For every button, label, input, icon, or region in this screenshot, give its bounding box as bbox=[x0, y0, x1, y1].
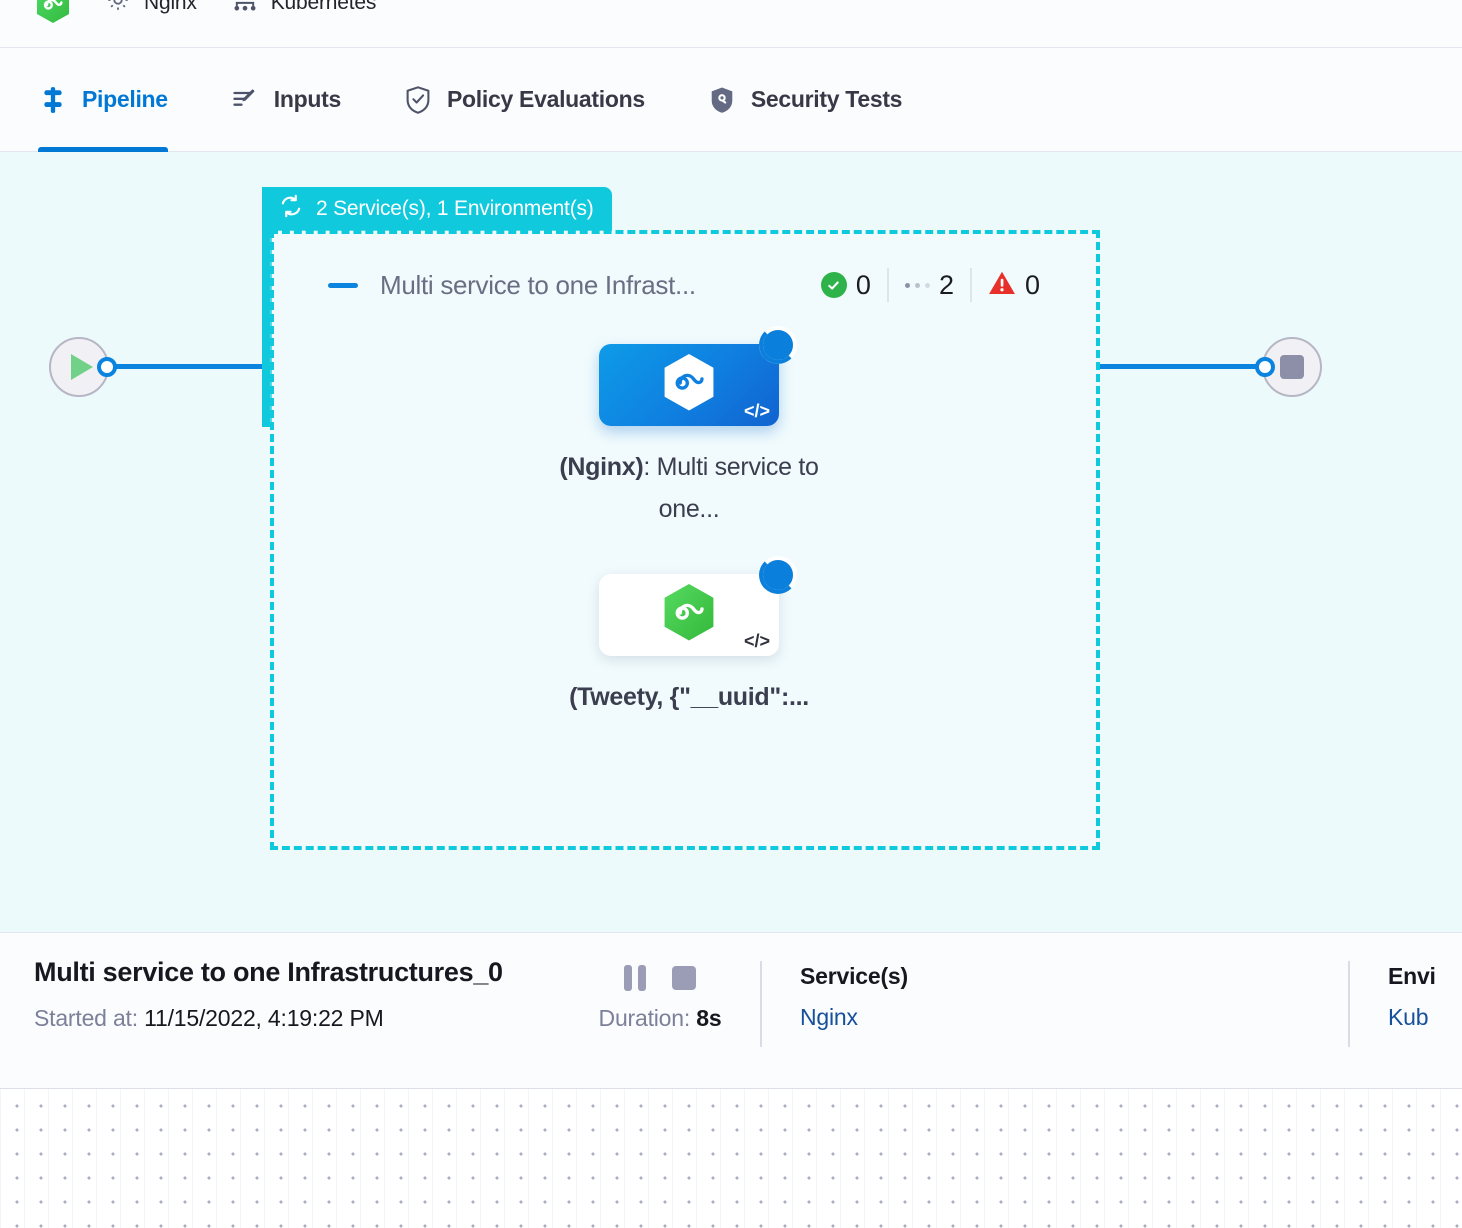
services-heading: Service(s) bbox=[800, 963, 908, 989]
breadcrumb-label-environment: Kubernetes bbox=[270, 0, 377, 14]
duration-label: Duration: bbox=[598, 1005, 691, 1031]
execution-detail-panel: Multi service to one Infrastructures_0 S… bbox=[0, 932, 1462, 1089]
group-badge-label: 2 Service(s), 1 Environment(s) bbox=[316, 197, 594, 220]
stop-icon[interactable] bbox=[672, 966, 696, 990]
start-node-port[interactable] bbox=[97, 357, 117, 377]
pipeline-icon bbox=[38, 85, 68, 115]
collapse-dash-icon[interactable] bbox=[328, 282, 358, 288]
loop-icon bbox=[278, 193, 304, 225]
warning-triangle-icon bbox=[988, 270, 1016, 301]
dot-grid-canvas[interactable] bbox=[0, 1089, 1462, 1228]
end-node-port[interactable] bbox=[1255, 357, 1275, 377]
breadcrumb-logo bbox=[36, 0, 70, 24]
tab-policy-evaluations[interactable]: Policy Evaluations bbox=[403, 48, 673, 152]
inputs-icon bbox=[230, 85, 260, 115]
detail-controls: Duration: 8s bbox=[560, 957, 760, 1032]
node-nginx-service[interactable]: </> (Nginx): Multi service to one... bbox=[539, 326, 839, 530]
environments-heading: Envi bbox=[1387, 963, 1436, 989]
services-column: Service(s) Nginx bbox=[762, 957, 908, 1031]
started-at-value: 11/15/2022, 4:19:22 PM bbox=[144, 1005, 384, 1031]
infrastructure-icon bbox=[231, 0, 259, 19]
environment-link-kubernetes[interactable]: Kub bbox=[1387, 1004, 1429, 1030]
tab-bar: Pipeline Inputs Policy Evaluations bbox=[0, 48, 1462, 152]
group-accent-bar bbox=[262, 187, 272, 427]
hexagon-infinity-white-icon bbox=[661, 353, 717, 417]
tab-pipeline[interactable]: Pipeline bbox=[38, 48, 196, 152]
duration: Duration: 8s bbox=[560, 1005, 760, 1032]
pause-icon[interactable] bbox=[624, 965, 646, 991]
duration-value: 8s bbox=[696, 1005, 722, 1031]
spinner-icon bbox=[759, 556, 797, 594]
breadcrumb-item-service[interactable]: Nginx bbox=[104, 0, 197, 19]
breadcrumb-item-environment[interactable]: Kubernetes bbox=[231, 0, 376, 19]
hexagon-infinity-green-icon bbox=[661, 583, 717, 647]
node-label-nginx-bold: (Nginx) bbox=[559, 453, 644, 481]
tab-label-pipeline: Pipeline bbox=[82, 86, 168, 112]
spinner-icon bbox=[759, 326, 797, 364]
check-circle-icon bbox=[820, 272, 847, 298]
status-badge-running: 2 bbox=[886, 268, 970, 302]
group-stats: 0 2 0 bbox=[805, 268, 1056, 302]
status-badge-failed: 0 bbox=[969, 268, 1056, 302]
status-badge-success: 0 bbox=[805, 268, 887, 302]
divider bbox=[1347, 961, 1350, 1047]
node-label-tweety-bold: (Tweety, {"__uuid":... bbox=[569, 683, 809, 711]
started-at-label: Started at: bbox=[34, 1005, 138, 1031]
node-card-nginx[interactable]: </> bbox=[599, 326, 797, 426]
status-count-success: 0 bbox=[855, 269, 871, 300]
breadcrumb-bar: Nginx Kubernetes bbox=[0, 0, 1462, 48]
group-title: Multi service to one Infrast... bbox=[380, 269, 696, 300]
hexagon-infinity-logo-icon bbox=[36, 0, 70, 24]
shield-security-icon bbox=[707, 85, 737, 115]
dots-icon bbox=[904, 282, 930, 288]
pipeline-canvas[interactable]: 2 Service(s), 1 Environment(s) Multi ser… bbox=[0, 152, 1462, 932]
code-icon: </> bbox=[743, 631, 770, 651]
tab-inputs[interactable]: Inputs bbox=[230, 48, 369, 152]
tab-label-policy-evaluations: Policy Evaluations bbox=[447, 86, 645, 112]
node-card-tweety[interactable]: </> bbox=[599, 556, 797, 656]
tab-label-security-tests: Security Tests bbox=[750, 86, 903, 112]
tab-label-inputs: Inputs bbox=[273, 86, 342, 112]
detail-left: Multi service to one Infrastructures_0 S… bbox=[0, 957, 560, 1032]
breadcrumb-label-service: Nginx bbox=[144, 0, 197, 14]
start-node[interactable] bbox=[49, 337, 109, 397]
stop-icon bbox=[1280, 355, 1304, 379]
gear-icon bbox=[104, 0, 132, 19]
edge-group-to-end bbox=[1100, 364, 1258, 369]
divider bbox=[760, 961, 762, 1047]
page-title: Multi service to one Infrastructures_0 bbox=[34, 957, 503, 987]
tab-security-tests[interactable]: Security Tests bbox=[707, 48, 930, 152]
play-icon bbox=[71, 354, 93, 380]
status-count-failed: 0 bbox=[1024, 269, 1040, 300]
status-count-running: 2 bbox=[938, 269, 954, 300]
edge-start-to-group bbox=[115, 364, 263, 369]
environments-column: Envi Kub bbox=[1350, 957, 1436, 1031]
shield-check-icon bbox=[403, 85, 433, 115]
node-label-nginx-rest: : Multi service to one... bbox=[643, 453, 819, 523]
node-label-nginx: (Nginx): Multi service to one... bbox=[539, 446, 839, 530]
playback-controls bbox=[560, 965, 760, 991]
started-at: Started at: 11/15/2022, 4:19:22 PM bbox=[34, 1005, 560, 1032]
group-badge[interactable]: 2 Service(s), 1 Environment(s) bbox=[262, 187, 612, 231]
group-container[interactable]: Multi service to one Infrast... 0 2 bbox=[270, 230, 1100, 850]
group-header: Multi service to one Infrast... 0 2 bbox=[328, 268, 1056, 302]
service-link-nginx[interactable]: Nginx bbox=[800, 1004, 858, 1030]
node-tweety-service[interactable]: </> (Tweety, {"__uuid":... bbox=[539, 556, 839, 718]
node-label-tweety: (Tweety, {"__uuid":... bbox=[539, 676, 839, 718]
code-icon: </> bbox=[743, 401, 770, 421]
